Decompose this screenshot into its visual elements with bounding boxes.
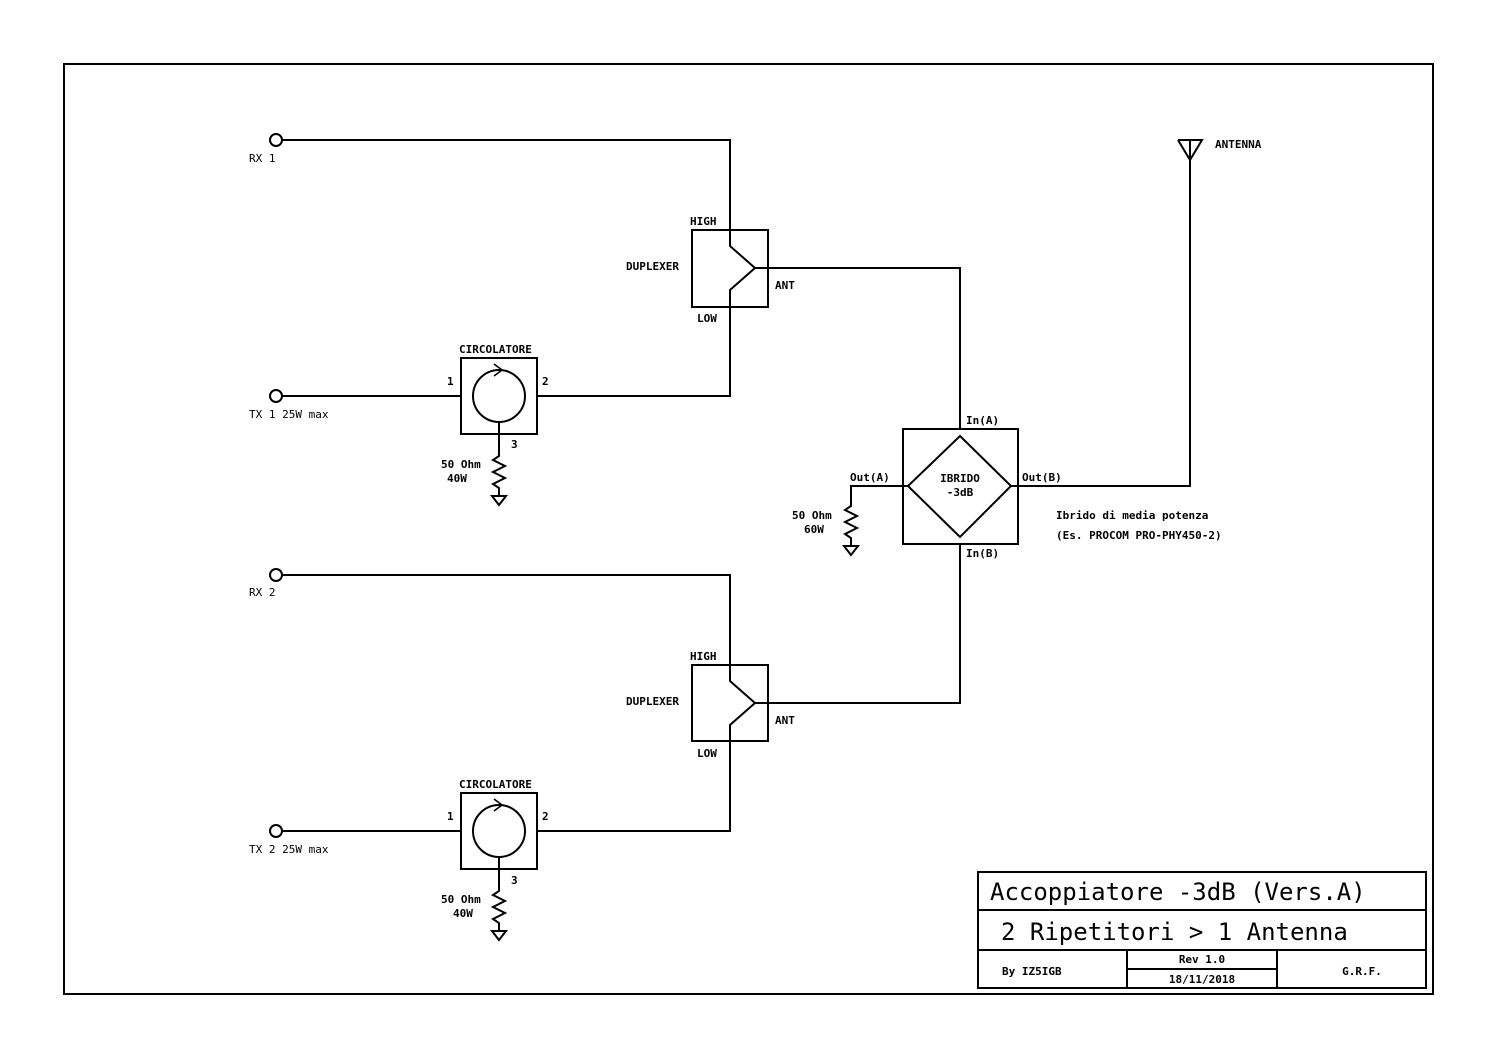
duplexer-1-high-label: HIGH [690,215,717,228]
tx1-terminal [269,389,283,403]
duplexer-1-symbol [729,230,757,307]
duplexer-1-label: DUPLEXER [626,260,679,273]
hybrid-name: IBRIDO [940,472,980,485]
ground-1-icon [489,495,509,507]
circulator-2-port1: 1 [447,810,454,823]
circulator-2-arrow [493,798,504,812]
rx2-port: RX 2 [249,568,283,599]
duplexer-1-low-wire [537,307,731,397]
hybrid-coupler: IBRIDO -3dB In(A) In(B) Out(A) Out(B) [850,414,1062,560]
load-2-power: 40W [453,907,473,920]
circulator-1-label: CIRCOLATORE [459,343,532,356]
circulator-1-port1: 1 [447,375,454,388]
load-hybrid: 50 Ohm 60W [792,485,908,557]
rx1-port: RX 1 [249,133,283,165]
circulator-2-ring [472,804,526,858]
duplexer-1-ant-label: ANT [775,279,795,292]
duplexer-1-low-label: LOW [697,312,717,325]
title-block-title: Accoppiatore -3dB (Vers.A) [990,878,1366,906]
ground-hybrid-icon [841,545,861,557]
duplexer-2: HIGH DUPLEXER LOW ANT [626,650,795,760]
rx1-terminal [269,133,283,147]
rx2-wire [282,574,731,665]
tx1-label: TX 1 25W max [249,408,329,421]
tx2-terminal [269,824,283,838]
title-block-company: G.R.F. [1342,965,1382,978]
circulator-2-port2: 2 [542,810,549,823]
tx2-label: TX 2 25W max [249,843,329,856]
duplexer-2-high-label: HIGH [690,650,717,663]
duplexer-1-ant-wire [755,267,961,429]
title-block-date: 18/11/2018 [1169,973,1235,986]
rx1-wire [282,139,731,230]
load-1-value: 50 Ohm [441,458,481,471]
load-hybrid-power: 60W [804,523,824,536]
antenna-feed-wire [1011,160,1191,487]
circulator-1: CIRCOLATORE 1 2 3 [447,343,549,451]
hybrid-note-line1: Ibrido di media potenza [1056,509,1208,522]
hybrid-out-a-label: Out(A) [850,471,890,484]
title-block-frame [977,871,1427,989]
hybrid-out-b-label: Out(B) [1022,471,1062,484]
resistor-1 [490,434,508,496]
circulator-2: CIRCOLATORE 1 2 3 [447,778,549,887]
duplexer-2-label: DUPLEXER [626,695,679,708]
duplexer-2-symbol [729,665,757,741]
duplexer-2-ant-wire [755,544,961,704]
load-2-value: 50 Ohm [441,893,481,906]
duplexer-2-ant-label: ANT [775,714,795,727]
duplexer-2-low-label: LOW [697,747,717,760]
resistor-2 [490,869,508,931]
duplexer-2-low-wire [537,741,731,832]
hybrid-in-b-label: In(B) [966,547,999,560]
circulator-1-arrow [493,363,504,377]
hybrid-in-a-label: In(A) [966,414,999,427]
rx1-label: RX 1 [249,152,276,165]
title-block-subtitle: 2 Ripetitori > 1 Antenna [1001,918,1348,946]
title-block: Accoppiatore -3dB (Vers.A) 2 Ripetitori … [977,871,1427,989]
load-1-power: 40W [447,472,467,485]
title-block-author: By IZ5IGB [1002,965,1062,978]
circulator-2-label: CIRCOLATORE [459,778,532,791]
load-hybrid-value: 50 Ohm [792,509,832,522]
ground-2-icon [489,930,509,942]
page-border [63,63,1434,995]
hybrid-loss: -3dB [947,486,974,499]
circulator-1-ring [472,369,526,423]
tx2-port: TX 2 25W max [249,824,329,856]
rx2-terminal [269,568,283,582]
circulator-1-port2: 2 [542,375,549,388]
title-block-revision: Rev 1.0 [1179,953,1225,966]
hybrid-diamond [906,434,1013,539]
antenna: ANTENNA [1177,138,1262,162]
tx1-port: TX 1 25W max [249,389,329,421]
circulator-2-port3: 3 [511,874,518,887]
duplexer-1: HIGH DUPLEXER LOW ANT [626,215,795,325]
circulator-1-port3: 3 [511,438,518,451]
resistor-hybrid [842,485,908,546]
antenna-label: ANTENNA [1215,138,1262,151]
load-1: 50 Ohm 40W [441,434,509,507]
load-2: 50 Ohm 40W [441,869,509,942]
hybrid-note-line2: (Es. PROCOM PRO-PHY450-2) [1056,529,1222,542]
rx2-label: RX 2 [249,586,276,599]
